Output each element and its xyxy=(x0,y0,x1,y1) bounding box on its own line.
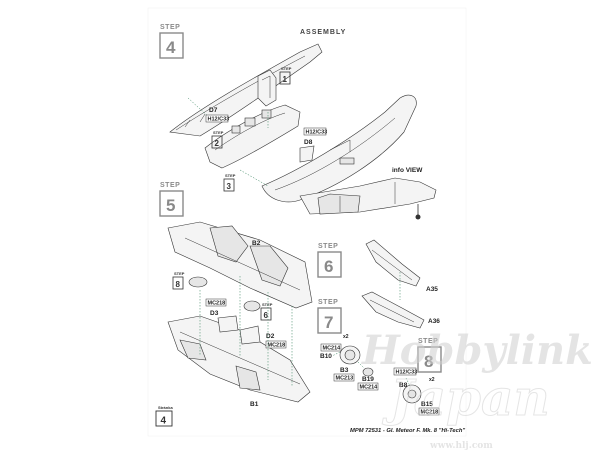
substep-6-small: STEP 6 xyxy=(260,302,273,321)
step-8-word: STEP xyxy=(418,338,438,345)
page-number-word: Stránka xyxy=(158,405,173,410)
part-label-d8: D8 xyxy=(304,139,313,146)
svg-text:STEP: STEP xyxy=(262,302,273,307)
substep-2: STEP 2 xyxy=(211,130,224,149)
part-label-b3: B3 xyxy=(340,367,349,374)
svg-text:H12/C33: H12/C33 xyxy=(208,117,230,123)
step-7-box: STEP 7 x2 xyxy=(317,299,349,340)
part-label-a36: A36 xyxy=(428,318,440,325)
svg-text:6: 6 xyxy=(264,311,269,320)
step-4-word: STEP xyxy=(160,24,180,31)
color-box-h2c33-b: H12/C33 xyxy=(303,127,328,136)
color-box-h2c33-c: H12/C33 xyxy=(393,367,418,376)
color-box-mc214-b: MC214 xyxy=(357,382,379,391)
part-d2-shape xyxy=(239,325,261,345)
step-6-box: STEP 6 xyxy=(317,243,342,278)
step-5-frame xyxy=(159,190,184,217)
guide-line xyxy=(239,169,269,187)
color-box-mc218-c: MC218 xyxy=(418,407,440,416)
part-label-d7: D7 xyxy=(209,107,218,114)
svg-text:H12/C33: H12/C33 xyxy=(306,130,328,136)
upper-wing-part xyxy=(167,221,313,309)
svg-text:STEP: STEP xyxy=(281,66,292,71)
cockpit-tub xyxy=(204,104,301,169)
step-6-frame xyxy=(317,251,342,278)
svg-text:MC214: MC214 xyxy=(360,385,379,391)
part-d8-shape xyxy=(299,145,315,163)
substep-3: STEP 3 xyxy=(223,173,236,192)
inset-aircraft xyxy=(299,177,437,220)
svg-text:STEP: STEP xyxy=(213,130,224,135)
step-5-word: STEP xyxy=(160,182,180,189)
part-label-b15: B15 xyxy=(421,401,433,408)
svg-text:MC218: MC218 xyxy=(208,301,226,307)
footer-caption: MPM 72531 - Gl. Meteor F. Mk. 8 "Hi-Tech… xyxy=(350,428,465,434)
step-4-box: STEP 4 xyxy=(159,24,184,59)
lower-wing-part xyxy=(167,315,311,403)
wheel-part xyxy=(402,377,422,404)
step-8-frame xyxy=(417,346,442,373)
step-8-box: STEP 8 x2 xyxy=(417,338,442,383)
part-label-b1: B1 xyxy=(250,401,259,408)
svg-text:3: 3 xyxy=(227,182,232,191)
svg-text:STEP: STEP xyxy=(225,173,236,178)
color-box-mc214-a: MC214 xyxy=(320,343,342,352)
canopy-part xyxy=(169,43,323,137)
substep-8-left: STEP 8 xyxy=(172,271,185,290)
inset-view-label: info VIEW xyxy=(392,167,423,174)
part-label-b10: B10 xyxy=(320,353,332,360)
svg-text:MC213: MC213 xyxy=(336,376,354,382)
svg-text:8: 8 xyxy=(176,280,181,289)
svg-text:MC218: MC218 xyxy=(268,343,286,349)
step-7-multiplier: x2 xyxy=(343,334,349,340)
step-5-box: STEP 5 xyxy=(159,182,184,217)
seat-part xyxy=(257,69,277,107)
part-label-b2: B2 xyxy=(252,240,261,247)
step-6-number: 6 xyxy=(324,257,333,276)
substep-1: STEP 1 xyxy=(279,66,292,85)
color-box-h2c33-a: H12/C33 xyxy=(205,114,230,123)
fuselage-part xyxy=(261,94,417,203)
svg-text:H12/C33: H12/C33 xyxy=(396,370,418,376)
part-label-a35: A35 xyxy=(426,286,438,293)
page-number-box: Stránka 4 xyxy=(155,405,173,427)
intake-ring-part xyxy=(188,276,208,288)
color-box-mc218-b: MC218 xyxy=(265,340,287,349)
page-number: 4 xyxy=(161,416,167,427)
color-box-mc213: MC213 xyxy=(333,373,355,382)
step-4-number: 4 xyxy=(166,38,176,57)
part-label-d3: D3 xyxy=(210,310,219,317)
svg-text:MC218: MC218 xyxy=(421,410,439,416)
step-7-frame xyxy=(317,307,342,334)
watermark-hobbylink: Hobbylink xyxy=(361,327,593,374)
step-5-number: 5 xyxy=(166,196,175,215)
step-6-word: STEP xyxy=(318,243,338,250)
part-label-d2: D2 xyxy=(266,333,275,340)
part-d3-shape xyxy=(217,315,239,333)
tailplane-upper xyxy=(365,239,421,300)
svg-text:2: 2 xyxy=(215,139,220,148)
tailplane-lower xyxy=(361,291,425,329)
guide-line xyxy=(187,97,211,119)
step-8-number: 8 xyxy=(424,352,433,371)
svg-text:1: 1 xyxy=(283,75,288,84)
watermark-url: www.hlj.com xyxy=(429,441,493,450)
color-box-mc218-a: MC218 xyxy=(205,298,227,307)
step-4-frame xyxy=(159,32,184,59)
part-label-b8: B8 xyxy=(399,382,408,389)
intake-ring-part xyxy=(243,300,261,312)
step-8-multiplier: x2 xyxy=(429,377,435,383)
exhaust-part xyxy=(331,345,374,377)
svg-text:STEP: STEP xyxy=(174,271,185,276)
part-label-b19: B19 xyxy=(362,376,374,383)
svg-text:MC214: MC214 xyxy=(323,346,342,352)
step-7-word: STEP xyxy=(318,299,338,306)
assembly-title: ASSEMBLY xyxy=(300,29,346,36)
step-7-number: 7 xyxy=(324,313,333,332)
watermark-japan: Japan xyxy=(382,368,550,427)
